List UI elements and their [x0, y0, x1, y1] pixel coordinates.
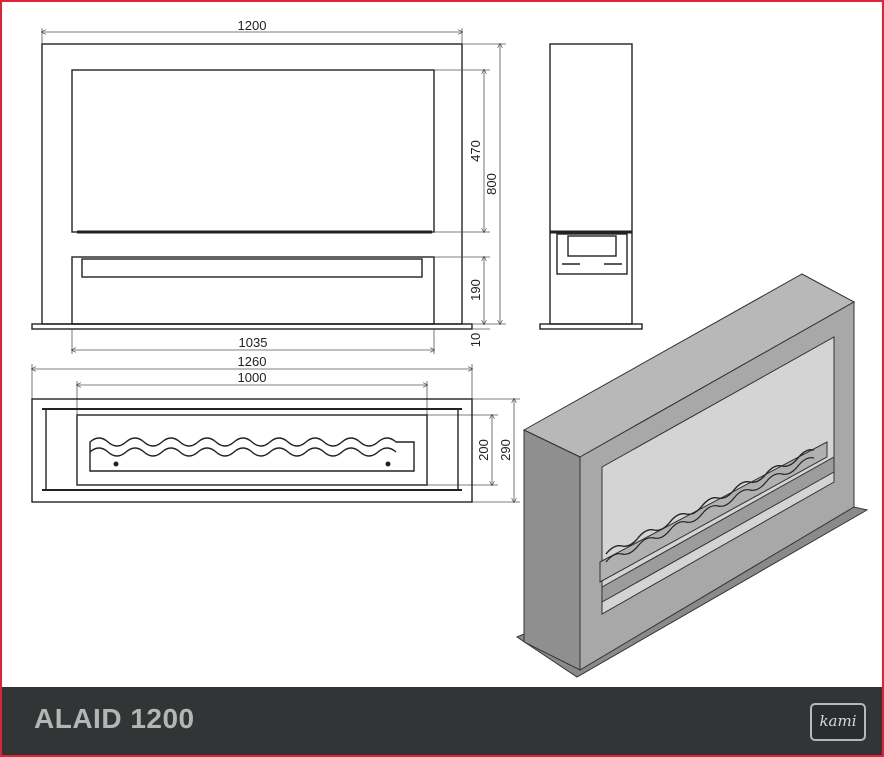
dim-burner-depth: 200	[476, 439, 491, 461]
footer-bar: ALAID 1200 kami	[2, 687, 882, 755]
top-view	[31, 398, 473, 503]
technical-drawing: 1200 470 800 190 10 1035 1260 1000 200 2…	[2, 18, 869, 678]
dim-glass-height: 470	[468, 140, 483, 162]
dim-total-depth: 290	[498, 439, 513, 461]
product-title: ALAID 1200	[34, 703, 195, 734]
dim-base-height: 10	[468, 333, 483, 347]
front-view	[31, 43, 473, 330]
side-view	[539, 43, 643, 330]
brand-logo: kami	[810, 703, 866, 741]
dim-front-width: 1200	[238, 18, 267, 33]
dim-base-width: 1260	[238, 354, 267, 369]
dim-lower-height: 190	[468, 279, 483, 301]
isometric-view	[515, 273, 869, 678]
dim-opening-width: 1035	[239, 335, 268, 350]
dim-burner-width: 1000	[238, 370, 267, 385]
dim-total-height: 800	[484, 173, 499, 195]
front-dimensions	[32, 28, 520, 502]
